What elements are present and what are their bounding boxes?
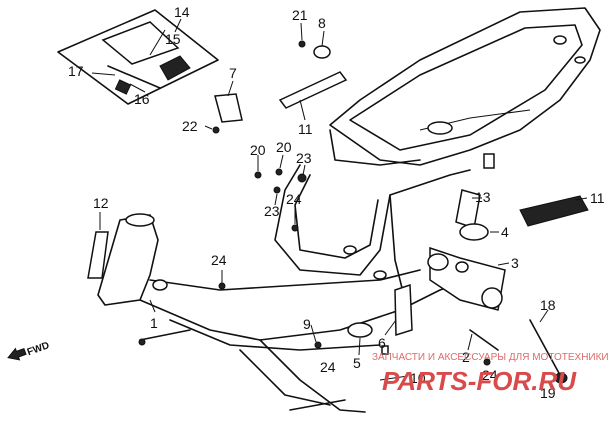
bolt-24c (381, 345, 389, 355)
grommet-4 (459, 223, 489, 241)
screwdriver-part (107, 65, 161, 89)
callout-8: 8 (318, 15, 326, 31)
watermark-brand: PARTS-FOR.RU (382, 366, 577, 396)
cap-5 (347, 322, 373, 338)
callout-23a: 23 (296, 150, 312, 166)
callout-20a: 20 (250, 142, 266, 158)
callout-23b: 23 (264, 203, 280, 219)
rear-bracket (483, 153, 495, 169)
wrench-end-part (114, 79, 132, 95)
main-frame-group (97, 129, 471, 413)
small-parts-group (87, 40, 589, 384)
fwd-label: FWD (26, 340, 51, 358)
grommet-8 (313, 45, 331, 59)
callout-labels: 14 15 17 16 21 8 7 22 11 20 20 23 23 24 … (68, 4, 605, 401)
callout-21: 21 (292, 7, 308, 23)
callout-20b: 20 (276, 139, 292, 155)
fwd-arrow: FWD (7, 340, 51, 361)
bolt-18 (529, 319, 561, 376)
callout-16: 16 (134, 91, 150, 107)
callout-14: 14 (174, 4, 190, 20)
callout-24a: 24 (286, 191, 302, 207)
bolt-22 (212, 126, 220, 134)
watermark: ЗАПЧАСТИ И АКСЕССУАРЫ ДЛЯ МОТОТЕХНИКИ PA… (372, 352, 609, 396)
callout-24b: 24 (211, 252, 227, 268)
bolt-2 (469, 329, 499, 351)
callout-18: 18 (540, 297, 556, 313)
callout-1: 1 (150, 315, 158, 331)
callout-5: 5 (353, 355, 361, 371)
rear-frame-inner (349, 24, 583, 151)
bolt-24d (483, 358, 491, 366)
callout-24c: 24 (320, 359, 336, 375)
tool-bag-outline (57, 9, 219, 105)
watermark-tagline: ЗАПЧАСТИ И АКСЕССУАРЫ ДЛЯ МОТОТЕХНИКИ (372, 352, 609, 363)
bolt-24a (291, 224, 299, 232)
leader-lines (99, 18, 588, 381)
callout-4: 4 (501, 224, 509, 240)
bracket-7 (214, 93, 243, 123)
callout-15: 15 (165, 31, 181, 47)
bolt-21 (298, 40, 306, 48)
callout-17: 17 (68, 63, 84, 79)
tool-kit-group (57, 9, 219, 105)
callout-19: 19 (540, 385, 556, 401)
cover-12 (87, 231, 109, 279)
callout-2: 2 (462, 349, 470, 365)
nut-20b (275, 168, 283, 176)
callout-10: 10 (410, 370, 426, 386)
tool-handle-part (159, 55, 191, 81)
fwd-arrow-icon (7, 347, 27, 361)
bracket-6 (394, 283, 413, 337)
frame-front-panel (274, 164, 471, 276)
callout-24d: 24 (482, 367, 498, 383)
bolt-9 (314, 341, 322, 349)
callout-22: 22 (182, 118, 198, 134)
step-plate-11 (519, 195, 589, 227)
nut-20a (254, 171, 262, 179)
upper-frame-group (329, 7, 601, 169)
callout-7: 7 (229, 65, 237, 81)
callout-3: 3 (511, 255, 519, 271)
plate-11-upper (278, 71, 348, 109)
rear-frame-tub (329, 7, 601, 166)
head-pipe-top (125, 213, 155, 227)
bolt-23b (273, 186, 281, 194)
bolt-24b (218, 282, 226, 290)
callout-12: 12 (93, 195, 109, 211)
nut-19 (554, 372, 568, 384)
callout-11: 11 (590, 190, 605, 206)
callout-9: 9 (303, 316, 311, 332)
rear-mount-boss (427, 121, 453, 135)
head-pipe (97, 214, 159, 306)
bolt-23a (297, 173, 307, 183)
callout-6: 6 (378, 335, 386, 351)
callout-13: 13 (475, 189, 491, 205)
callout-11-upper: 11 (298, 121, 313, 137)
tool-bag-part (101, 21, 180, 65)
